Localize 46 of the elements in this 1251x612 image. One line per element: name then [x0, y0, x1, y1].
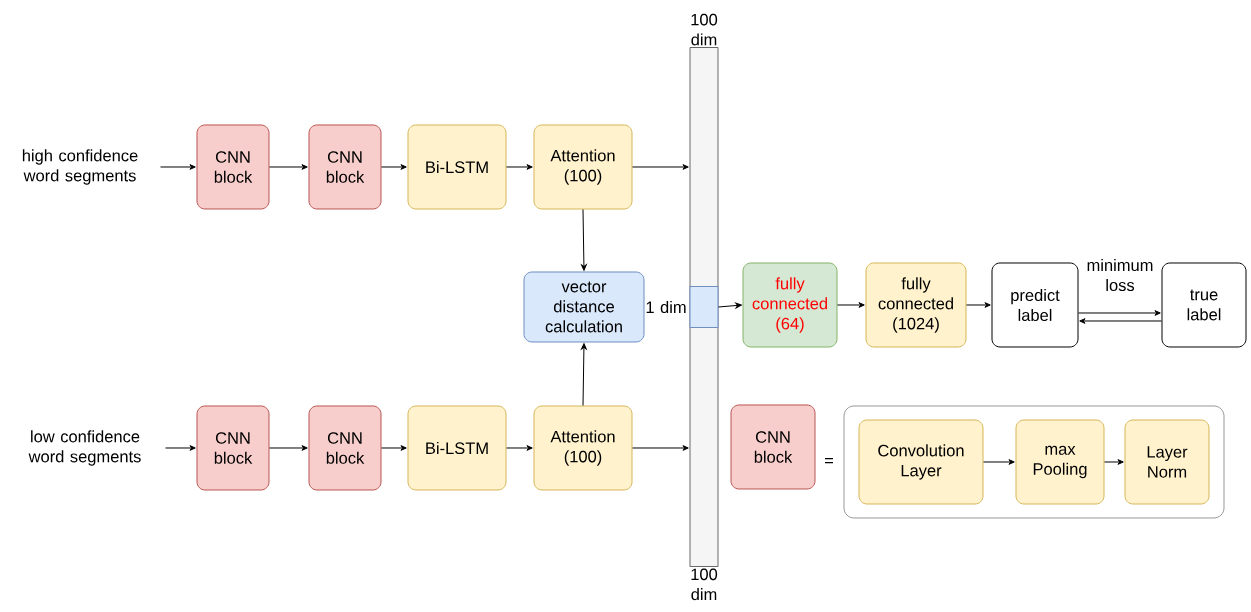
arrow [966, 302, 991, 308]
layer-box: Attention (100) [533, 124, 633, 210]
arrow [1079, 318, 1162, 324]
arrow [269, 164, 308, 170]
arrow [269, 445, 308, 451]
arrow [983, 459, 1015, 465]
arrow [381, 164, 407, 170]
arrow [1104, 459, 1124, 465]
label-box: predict label [991, 262, 1079, 348]
arrow [165, 445, 196, 451]
layer-box: fully connected (64) [742, 262, 838, 348]
group-box [843, 405, 1225, 519]
dim-label: 100 dim [691, 568, 718, 601]
process-box: vector distance calculation [523, 271, 645, 343]
input-text: low confidence word segments [28, 430, 141, 466]
arrow [1078, 310, 1161, 316]
arrow [837, 302, 865, 308]
layer-box: Bi-LSTM [407, 124, 507, 210]
vector-segment [689, 286, 719, 328]
layer-box: Convolution Layer [858, 419, 984, 505]
label-box: true label [1161, 262, 1247, 348]
cnn-block-box: CNN block [308, 405, 382, 491]
arrow [581, 209, 587, 271]
cnn-block-box: CNN block [308, 124, 382, 210]
cnn-block-box: CNN block [196, 124, 270, 210]
dim-label: 100 dim [691, 13, 718, 46]
layer-box: Bi-LSTM [407, 405, 507, 491]
layer-box: Layer Norm [1124, 419, 1210, 505]
arrow [506, 164, 533, 170]
arrow [160, 164, 196, 170]
arrow [506, 445, 533, 451]
input-text: high confidence word segments [22, 149, 138, 185]
equals-sign: = [825, 457, 833, 464]
edge-label: minimum loss [1087, 258, 1153, 292]
layer-box: Attention (100) [533, 405, 633, 491]
cnn-block-box: CNN block [730, 404, 816, 490]
arrow [632, 445, 689, 451]
arrow [581, 343, 587, 406]
arrow [718, 302, 742, 309]
cnn-block-box: CNN block [196, 405, 270, 491]
layer-box: max Pooling [1015, 419, 1105, 505]
vector-bar [689, 47, 719, 567]
arrow [381, 445, 407, 451]
layer-box: fully connected (1024) [865, 262, 967, 348]
arrow [632, 164, 689, 170]
dim-label: 1 dim [646, 300, 686, 314]
